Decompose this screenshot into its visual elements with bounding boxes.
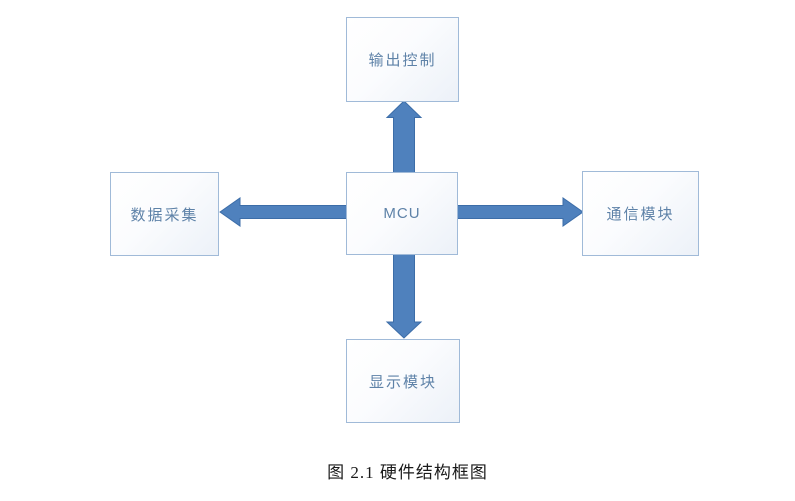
- node-display-module-label: 显示模块: [368, 373, 437, 391]
- arrow-mcu-to-output-control: [385, 100, 423, 174]
- arrow-mcu-to-communication-module: [456, 197, 584, 227]
- figure-caption: 图 2.1 硬件结构框图: [327, 463, 488, 482]
- arrow-mcu-to-display-module: [385, 253, 423, 339]
- node-mcu: MCU: [346, 172, 458, 255]
- node-data-acquisition: 数据采集: [110, 172, 219, 256]
- node-output-control: 输出控制: [346, 17, 459, 102]
- node-display-module: 显示模块: [346, 339, 460, 423]
- node-communication-module: 通信模块: [582, 171, 699, 256]
- node-output-control-label: 输出控制: [368, 52, 437, 69]
- node-mcu-label: MCU: [383, 205, 421, 222]
- node-communication-module-label: 通信模块: [606, 206, 675, 223]
- node-data-acquisition-label: 数据采集: [130, 206, 199, 224]
- arrow-mcu-to-data-acquisition: [219, 197, 348, 227]
